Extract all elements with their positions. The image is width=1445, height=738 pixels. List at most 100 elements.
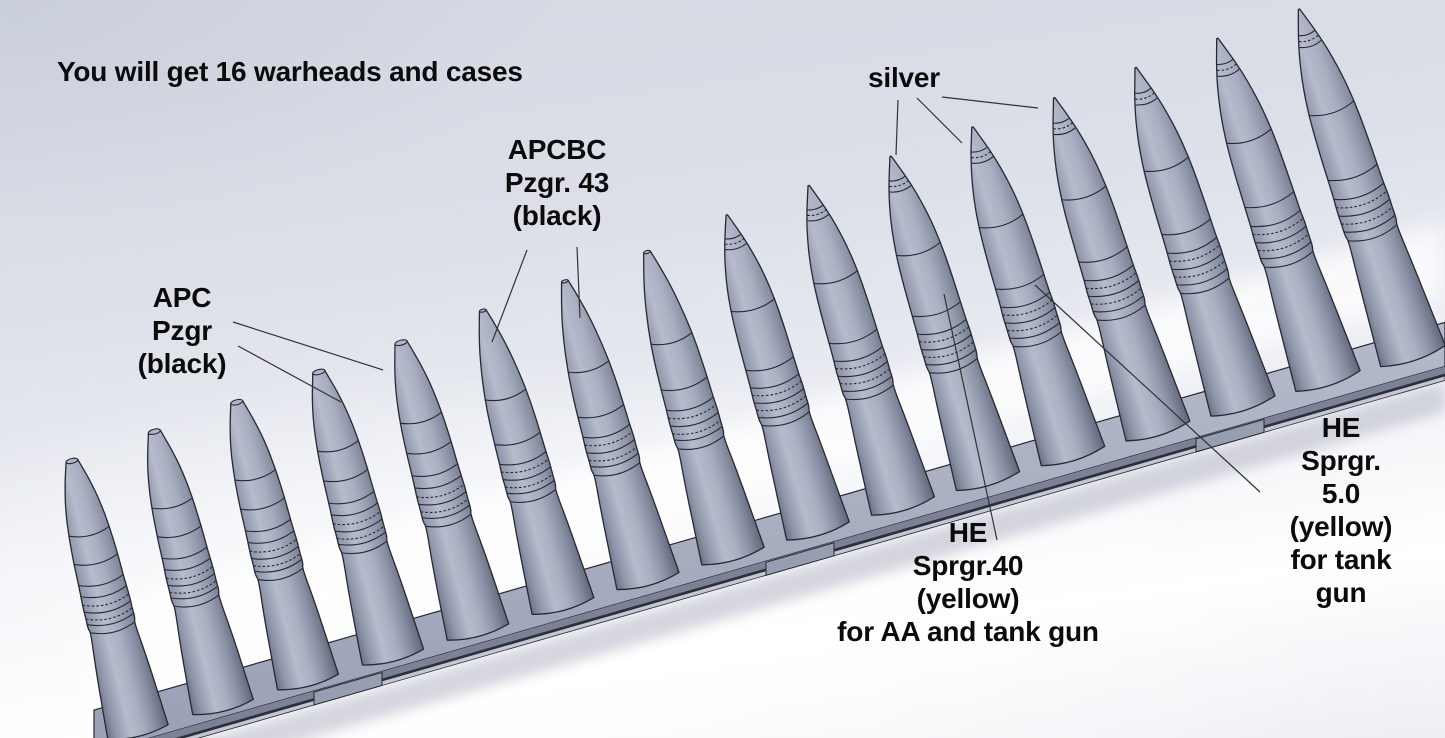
shell-seam <box>584 431 633 447</box>
shell-seam <box>590 452 639 468</box>
shell-seam <box>668 404 717 420</box>
label-apc-pzgr: APC Pzgr (black) <box>137 282 227 379</box>
shell-seam <box>995 273 1045 291</box>
shell-seam <box>725 243 747 251</box>
shell-seam <box>317 440 359 453</box>
shell-body <box>1134 66 1276 417</box>
shell-seam <box>1226 128 1272 145</box>
shell-seam <box>806 204 824 211</box>
shell-seam <box>678 435 724 450</box>
leader-line-he40 <box>943 293 998 541</box>
shell-seam <box>416 483 465 499</box>
shell-seam <box>1327 163 1378 182</box>
shell-seam <box>406 441 452 455</box>
shell-seam <box>670 412 719 428</box>
shell-seam <box>82 593 130 607</box>
shell-seam <box>1298 29 1316 37</box>
shell-seam <box>510 489 556 503</box>
shell-tip-cap <box>230 398 244 406</box>
shell-seam <box>889 185 912 193</box>
shell-seam <box>745 356 794 372</box>
shell-seam <box>750 373 800 389</box>
shell-seam <box>1053 122 1073 130</box>
shell-seam <box>338 531 386 546</box>
shell-2-apc <box>147 428 254 716</box>
shell-6-apcbc <box>478 308 595 616</box>
shell-seam <box>1161 218 1211 236</box>
shell-seam <box>1181 277 1230 295</box>
shell-seam <box>85 607 133 621</box>
shell-seam <box>251 546 299 560</box>
shell-seam <box>249 538 297 553</box>
leader-line-apc <box>237 345 342 403</box>
shell-seam <box>978 213 1024 229</box>
shell-seam <box>84 600 131 614</box>
shell-seam <box>896 241 941 257</box>
shell-seam <box>169 580 217 594</box>
shell-seam <box>1217 68 1240 77</box>
shell-8-apcbc <box>643 249 765 566</box>
shell-seam <box>414 475 462 490</box>
shell-body <box>643 250 765 566</box>
label-apcbc-pzgr43: APCBC Pzgr. 43 (black) <box>504 134 610 231</box>
shell-seam <box>174 594 219 608</box>
shell-seam <box>912 301 961 318</box>
shell-seam <box>586 439 635 454</box>
shell-body <box>888 155 1021 492</box>
rail-shadow <box>205 382 1445 738</box>
shell-seam <box>499 451 547 466</box>
shell-5-apc <box>394 339 510 641</box>
label-silver-tip: silver <box>868 62 940 93</box>
shell-seam <box>425 513 472 528</box>
shell-seam <box>420 498 469 513</box>
shell-body <box>394 340 510 641</box>
shell-body <box>560 279 680 591</box>
shell-seam <box>846 384 894 401</box>
shell-seam <box>1134 92 1155 100</box>
shell-seam <box>762 411 810 427</box>
label-he-sprgr40: HE Sprgr.40 (yellow) for AA and tank gun <box>837 517 1099 647</box>
shell-seam <box>842 375 893 392</box>
shell-seam <box>335 518 383 533</box>
shell-seam <box>164 557 211 571</box>
shell-seam <box>724 233 742 240</box>
shell-seam <box>588 446 637 462</box>
shell-seam <box>839 368 890 385</box>
leader-lines <box>232 96 1261 541</box>
rail-tab <box>1195 418 1265 453</box>
shell-seam <box>674 426 723 442</box>
shell-body <box>147 429 254 716</box>
shell-seam <box>78 574 124 587</box>
shell-seam <box>568 360 610 374</box>
shell-seam <box>485 388 527 402</box>
shell-seam <box>807 214 830 222</box>
shell-seam <box>1176 268 1228 286</box>
shell-seam <box>1143 156 1190 173</box>
shell-body <box>806 184 936 516</box>
shell-seam <box>171 585 218 600</box>
shell-seam <box>594 462 640 477</box>
shell-seam <box>1013 331 1062 348</box>
shell-body <box>229 400 340 691</box>
shell-seam <box>1135 97 1158 106</box>
label-intro: You will get 16 warheads and cases <box>57 56 523 87</box>
leader-line-silver <box>941 96 1039 109</box>
shell-seam <box>1298 34 1319 43</box>
rail-tab <box>765 542 835 576</box>
shell-seam <box>341 540 388 555</box>
leader-line-silver <box>895 99 899 156</box>
shell-seam <box>1084 264 1134 282</box>
shell-seam <box>502 466 552 481</box>
shell-seam <box>1174 260 1226 278</box>
shell-3-apc <box>229 398 340 691</box>
leader-line-apc <box>232 321 384 371</box>
shell-seam <box>253 553 301 567</box>
label-he-sprgr50: HE Sprgr. 5.0 (yellow) for tank gun <box>1289 412 1393 608</box>
shell-seam <box>1004 307 1056 324</box>
shell-seam <box>672 419 721 435</box>
shell-body <box>1297 8 1445 368</box>
leader-line-apcbc <box>491 249 528 343</box>
shell-seam <box>505 473 554 489</box>
rail-front-face <box>150 366 1445 738</box>
